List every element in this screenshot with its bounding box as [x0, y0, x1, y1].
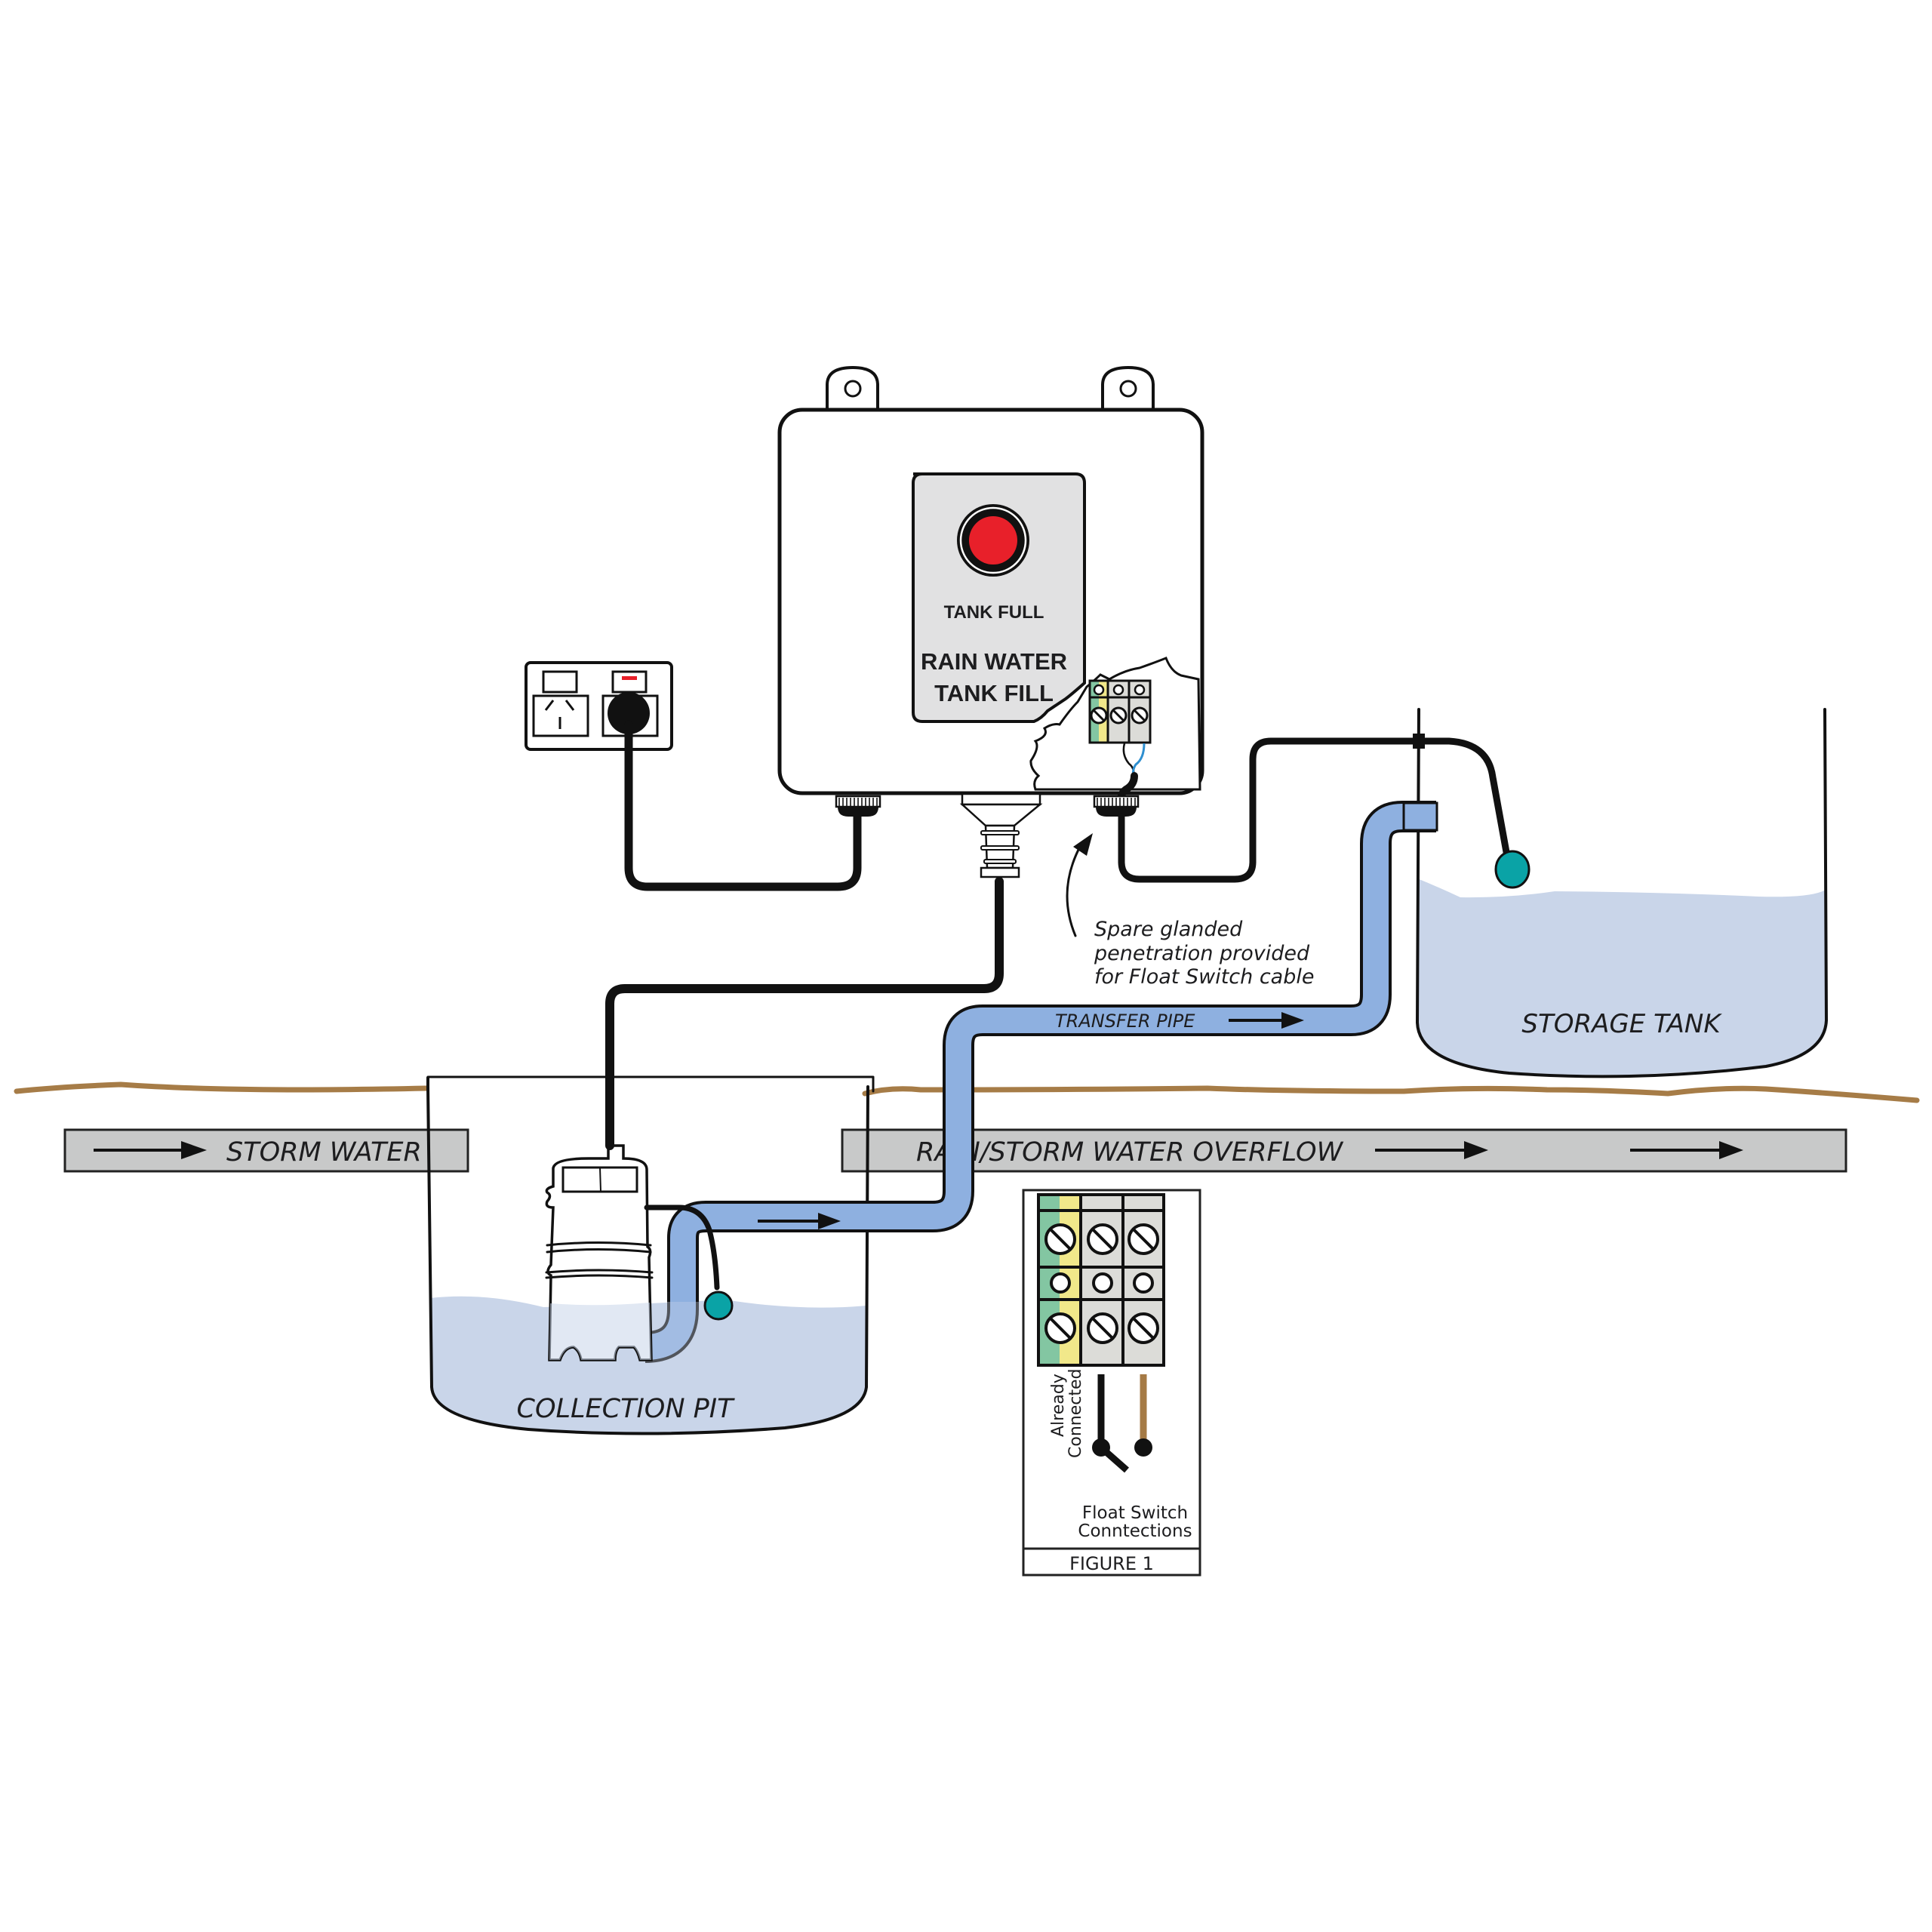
- collection-pit-wall: [426, 1076, 869, 1435]
- terminal-hole-icon: [1133, 1272, 1154, 1294]
- flow-arrow-icon: [1229, 1012, 1304, 1029]
- already-connected-line2: Connected: [1066, 1369, 1085, 1458]
- pump-band: [545, 1241, 654, 1279]
- switch-lever-icon: [1099, 1444, 1129, 1473]
- terminal-hole-icon: [1050, 1272, 1071, 1294]
- terminal-screw-icon: [1044, 1312, 1076, 1344]
- pit-float-switch: [703, 1291, 734, 1321]
- annotation-arrowhead-icon: [1073, 833, 1093, 856]
- terminal-screw-icon: [1087, 1223, 1118, 1255]
- pump-water-overlay: [549, 1303, 651, 1360]
- float-switch-label-line2: Conntections: [1078, 1521, 1192, 1541]
- storage-float-switch: [1494, 850, 1531, 889]
- storage-float-cable: [1118, 737, 1512, 883]
- flow-arrow-icon: [758, 1213, 841, 1229]
- annotation-line1: Spare glanded: [1094, 918, 1243, 941]
- cable-gland-left: [835, 795, 881, 817]
- outlet-switch-right[interactable]: [611, 670, 648, 694]
- product-name-line1: RAIN WATER: [921, 648, 1067, 675]
- storage-tank: STORAGE TANK: [1416, 708, 1828, 1078]
- terminal-screw-icon: [1128, 1223, 1159, 1255]
- storage-tank-label: STORAGE TANK: [1521, 1009, 1722, 1039]
- overflow-drain: RAIN/STORM WATER OVERFLOW: [841, 1128, 1847, 1173]
- collection-pit-lid: [426, 1075, 875, 1093]
- spare-gland-annotation: Spare glanded penetration provided for F…: [1066, 833, 1314, 989]
- product-name-line2: TANK FILL: [934, 680, 1054, 706]
- pipe-submerged-overlay: [641, 1302, 699, 1363]
- socket-left[interactable]: [532, 694, 589, 737]
- transfer-pipe-label: TRANSFER PIPE: [1055, 1011, 1195, 1032]
- storm-water-drain: STORM WATER: [63, 1128, 469, 1173]
- pump-plug-connector: [959, 792, 1043, 878]
- collection-pit-water: [430, 1296, 866, 1433]
- terminal-screw-icon: [1090, 706, 1108, 724]
- control-box: TANK FULL RAIN WATER TANK FILL: [777, 365, 1531, 889]
- terminal-hole-icon: [1093, 684, 1105, 696]
- front-panel: [912, 472, 1086, 723]
- terminal-hole-icon: [1092, 1272, 1113, 1294]
- terminal-screw-icon: [1109, 706, 1128, 724]
- collection-pit: COLLECTION PIT: [426, 1075, 875, 1435]
- figure-caption: FIGURE 1: [1069, 1553, 1154, 1574]
- terminal-screw-icon: [1044, 1223, 1076, 1255]
- terminal-hole-icon: [1134, 684, 1146, 696]
- terminal-screw-icon: [1131, 706, 1149, 724]
- storage-tank-wall: [1416, 708, 1828, 1078]
- flow-arrow-icon: [1630, 1141, 1743, 1159]
- storm-water-label: STORM WATER: [226, 1137, 422, 1168]
- pump-power-cable: [605, 877, 1004, 1150]
- transfer-pipe: TRANSFER PIPE: [641, 801, 1438, 1363]
- transfer-pipe-outlet: [1402, 801, 1438, 832]
- figure-terminal-block: [1037, 1193, 1165, 1367]
- plug-icon: [608, 692, 650, 734]
- overflow-label: RAIN/STORM WATER OVERFLOW: [916, 1137, 1344, 1168]
- outlet-indicator: [622, 676, 637, 680]
- terminal-screw-icon: [1087, 1312, 1118, 1344]
- mounting-hole-icon: [1119, 380, 1137, 398]
- outlet-switch-left[interactable]: [542, 670, 578, 694]
- tank-cable-gland: [1413, 734, 1425, 749]
- mounting-hole-icon: [844, 380, 862, 398]
- flow-arrow-icon: [94, 1141, 207, 1159]
- switch-contact-icon: [1134, 1438, 1152, 1457]
- annotation-line3: for Float Switch cable: [1094, 965, 1314, 989]
- figure-1-panel: FIGURE 1: [1022, 1189, 1201, 1577]
- outlet-power-cable: [624, 720, 862, 891]
- tank-full-label: TANK FULL: [944, 602, 1044, 623]
- indicator-lamp-ring: [959, 506, 1027, 574]
- pit-float-cable: [644, 1204, 720, 1291]
- terminal-screw-icon: [1128, 1312, 1159, 1344]
- storage-tank-water: [1417, 878, 1826, 1075]
- socket-pins-icon: [544, 700, 575, 729]
- ground-line: [14, 1081, 1920, 1103]
- already-connected-line1: Already: [1049, 1374, 1068, 1437]
- submersible-pump: [545, 877, 1004, 1361]
- collection-pit-label: COLLECTION PIT: [517, 1394, 736, 1424]
- annotation-line2: penetration provided: [1094, 942, 1310, 965]
- power-outlet: [525, 661, 862, 891]
- transfer-pipe-body: [645, 804, 1435, 1360]
- annotation-arrow: [1066, 844, 1082, 937]
- terminal-hole-icon: [1112, 684, 1124, 696]
- terminal-block: [1088, 679, 1152, 805]
- tank-full-indicator-lamp: [969, 516, 1017, 565]
- cable-gland-right: [1093, 795, 1140, 817]
- flow-arrow-icon: [1375, 1141, 1488, 1159]
- float-switch-label-line1: Float Switch: [1082, 1503, 1188, 1523]
